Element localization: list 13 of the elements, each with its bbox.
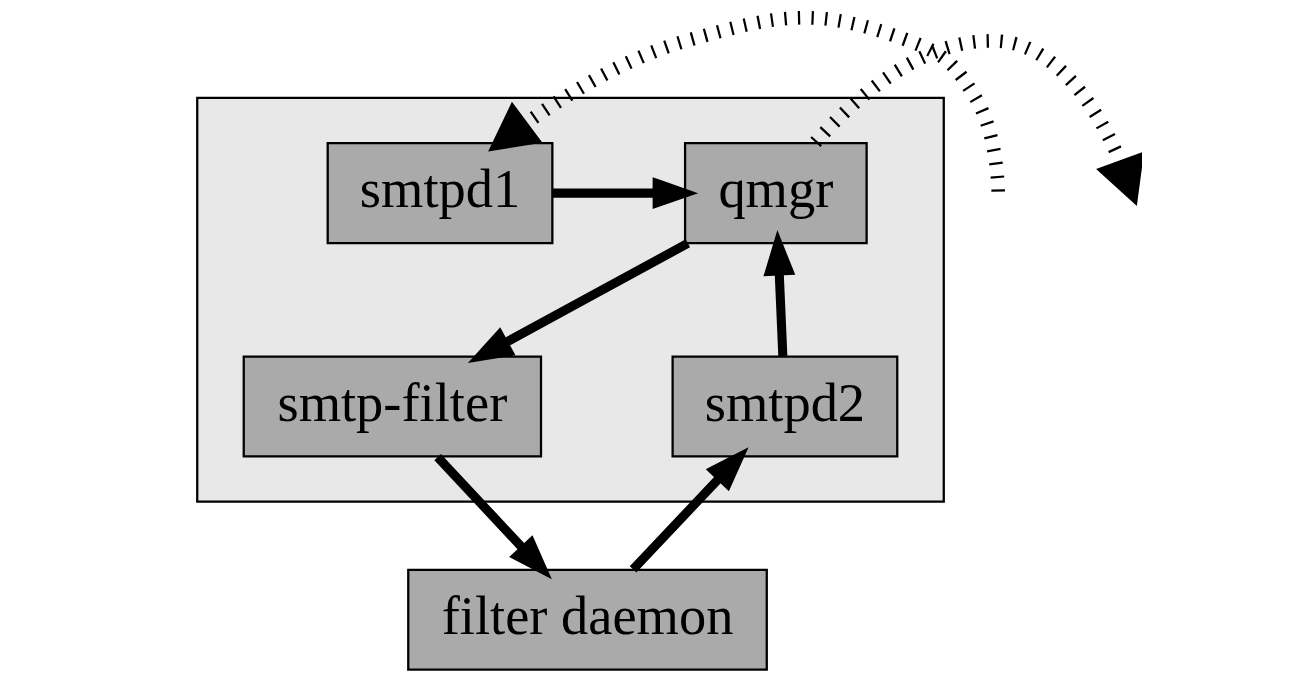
arrow (467, 239, 690, 364)
arrow (487, 11, 1005, 192)
node-box: smtpd1 (326, 142, 553, 245)
node-box: smtpd2 (670, 355, 898, 458)
arrow (552, 177, 698, 210)
arrow (762, 230, 795, 357)
cluster (195, 96, 945, 503)
node-box: filter daemon (406, 568, 768, 671)
node-box: qmgr (683, 142, 868, 245)
arrow (629, 447, 749, 573)
arrow (433, 454, 552, 580)
arrow (809, 34, 1142, 206)
node-box: smtp-filter (242, 355, 542, 458)
